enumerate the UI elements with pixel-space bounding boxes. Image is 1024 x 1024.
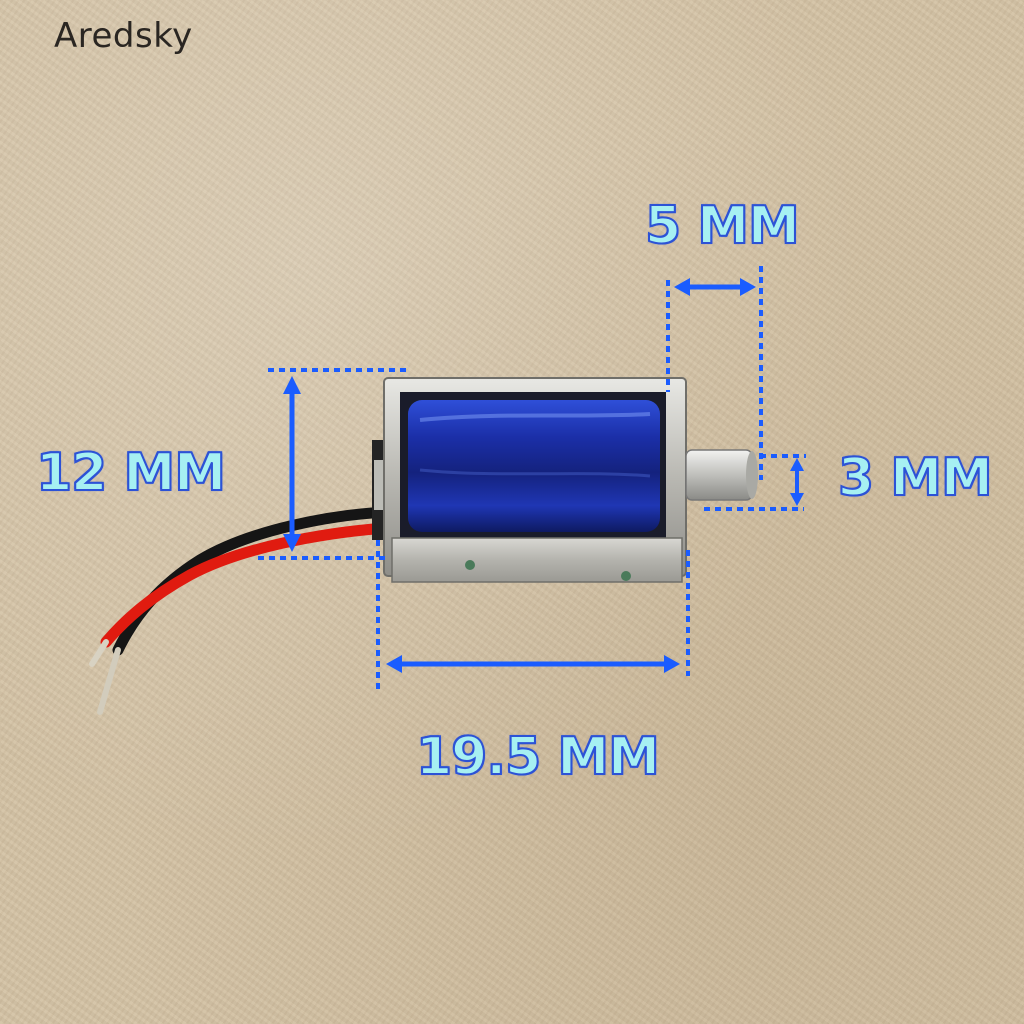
mount-hole xyxy=(465,560,475,570)
plunger-pin xyxy=(685,449,753,501)
mount-hole xyxy=(621,571,631,581)
height-dimension-label: 12 MM xyxy=(35,442,227,504)
blue-coil xyxy=(408,400,660,532)
red-wire xyxy=(100,522,392,648)
length-dimension-label: 19.5 MM xyxy=(415,726,661,788)
diameter-dimension-label: 3 MM xyxy=(837,447,994,509)
brand-watermark: Aredsky xyxy=(54,16,193,56)
solenoid xyxy=(372,377,758,583)
lead-wires xyxy=(89,506,392,715)
stroke-dimension-label: 5 MM xyxy=(644,195,801,257)
dimension-annotations xyxy=(258,266,806,692)
wire-tip-1 xyxy=(89,639,109,667)
wire-tip-2 xyxy=(97,647,121,715)
bottom-plate xyxy=(391,537,683,583)
